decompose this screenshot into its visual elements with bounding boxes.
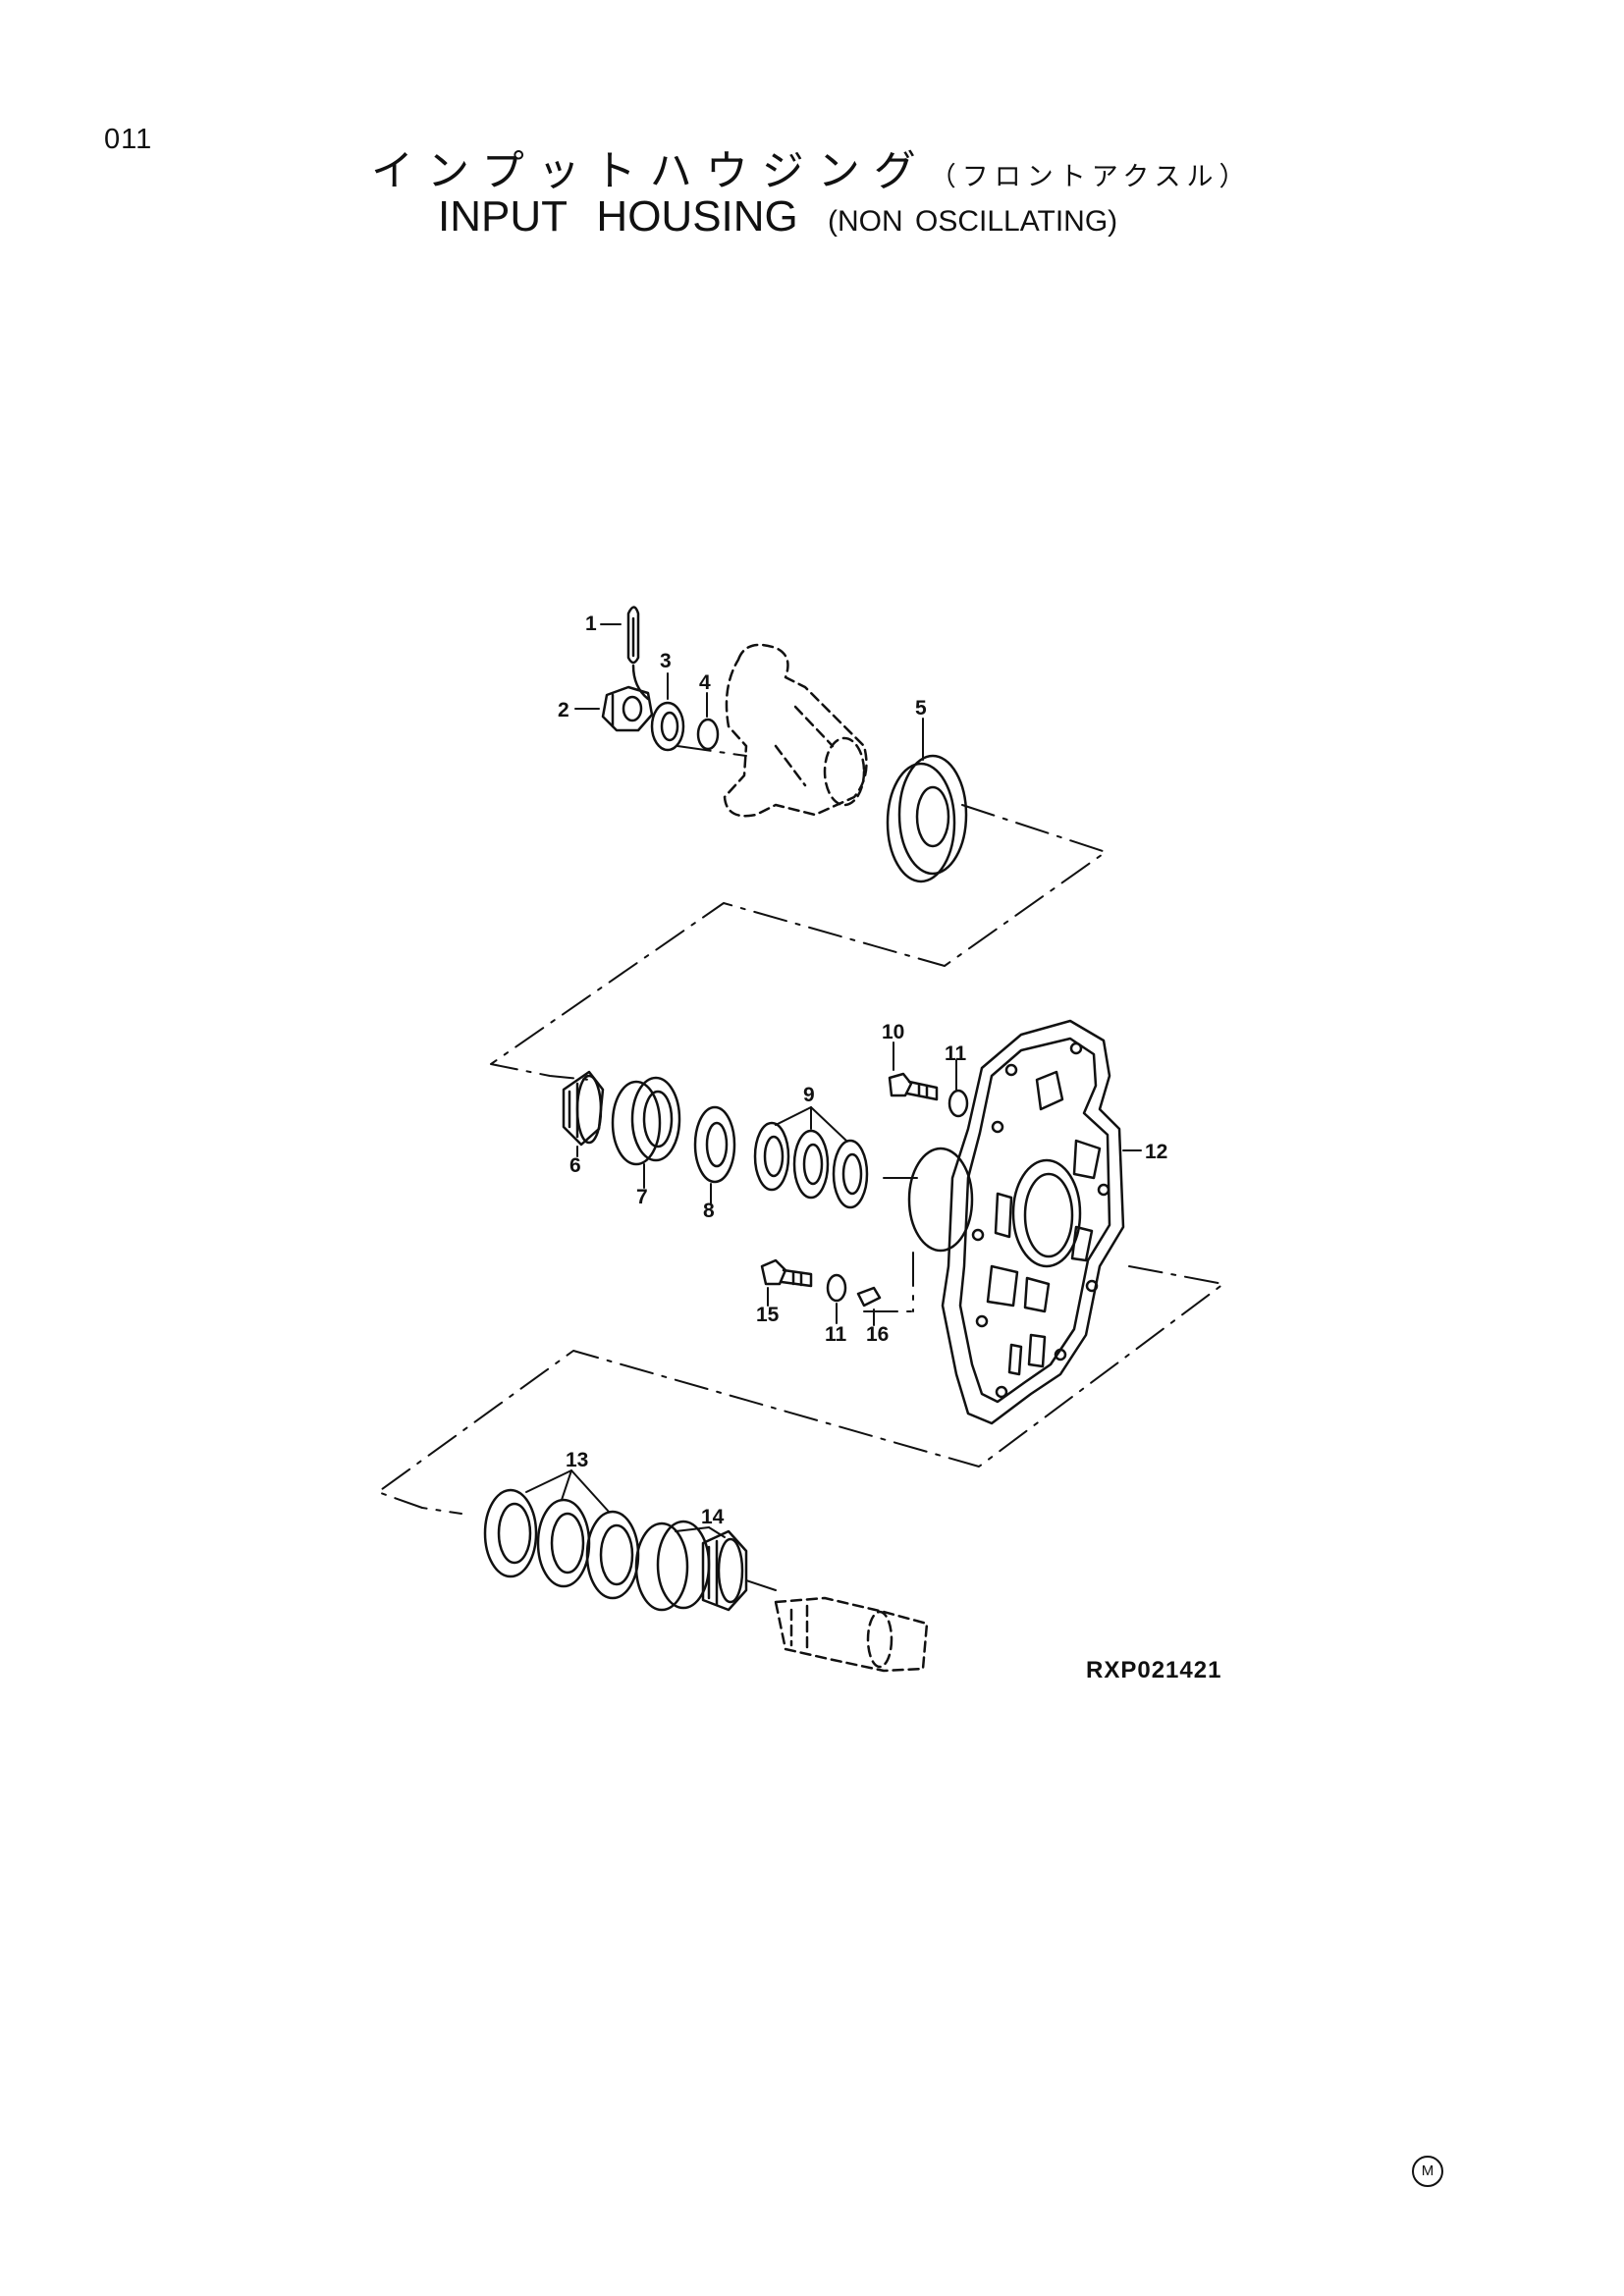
callout-number: 5 [915,697,927,720]
callout-number: 4 [699,671,711,694]
part-cotter-pin [626,606,650,701]
title-english-sub: (NON OSCILLATING) [828,205,1118,238]
part-washer [650,701,685,752]
callout-number: 11 [825,1323,847,1346]
title-japanese-main: インプットハウジング [371,147,930,196]
callout-number: 10 [882,1021,904,1043]
callout-number: 7 [636,1186,648,1208]
callout-number: 12 [1145,1141,1167,1163]
callout-number: 2 [558,699,569,721]
part-castle-nut [601,685,654,732]
part-bearing-cone [562,1070,605,1147]
part-flange-yoke [723,643,868,818]
maker-mark: M [1412,2156,1443,2187]
part-o-ring [696,718,720,751]
leader-lines [525,623,1142,1538]
part-bearing-cup [611,1076,681,1166]
part-housing-plate [907,1019,1125,1425]
part-bearing-lower [634,1520,748,1612]
part-shims [753,1121,869,1209]
part-shims-lower [483,1488,640,1600]
callout-number: 15 [756,1304,780,1326]
callout-number: 8 [703,1200,715,1222]
title-japanese-sub: （フロントアクスル） [929,162,1252,192]
callout-number: 6 [569,1154,581,1177]
callout-number: 13 [566,1449,588,1471]
part-spacer [693,1105,736,1184]
drawing-code: RXP021421 [1086,1657,1222,1683]
part-dowel-pin [856,1286,882,1308]
part-pinion-shaft [774,1596,929,1673]
part-bolt-lower [760,1258,813,1288]
part-oil-seal [886,754,968,883]
title-english: INPUT HOUSING (NON OSCILLATING) [438,192,1117,241]
guide-lines [377,745,1224,1591]
part-lock-washer [826,1089,969,1303]
callout-number: 11 [945,1042,967,1065]
callout-number: 9 [803,1084,815,1106]
callout-number: 1 [585,613,597,635]
title-english-main: INPUT HOUSING [438,192,798,240]
callout-number: 16 [866,1323,889,1346]
title-japanese: インプットハウジング（フロントアクスル） [371,137,1252,198]
callout-number: 14 [701,1506,725,1528]
part-bolt [888,1072,939,1101]
page-number: 011 [104,124,153,155]
callout-number: 3 [660,650,672,672]
